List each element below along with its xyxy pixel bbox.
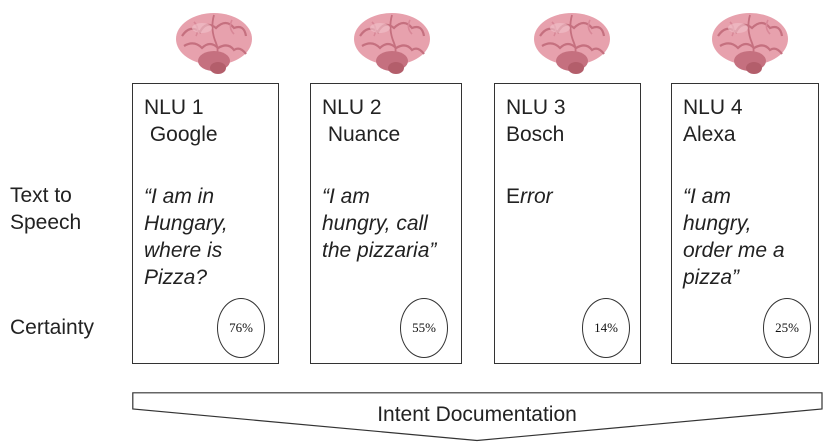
- nlu-card-2: NLU 2 Nuance “I am hungry, call the pizz…: [310, 83, 462, 364]
- nlu-card-title: NLU 1 Google: [144, 96, 218, 146]
- row-label-certainty: Certainty: [10, 316, 95, 339]
- certainty-badge: 76%: [217, 298, 265, 358]
- certainty-badge: 55%: [400, 298, 448, 358]
- nlu-card-transcription: “I am hungry, call the pizzaria”: [322, 185, 437, 262]
- brain-icon: [712, 13, 788, 74]
- nlu-card-transcription: “I am in Hungary, where is Pizza?: [144, 185, 228, 289]
- transcription-error-rest: rror: [520, 185, 553, 208]
- nlu-card-3: NLU 3 Bosch Error 14%: [494, 83, 641, 364]
- brain-icon: [354, 13, 430, 74]
- nlu-card-4: NLU 4 Alexa “I am hungry, order me a piz…: [671, 83, 819, 364]
- nlu-card-1: NLU 1 Google “I am in Hungary, where is …: [132, 83, 279, 364]
- nlu-card-title: NLU 2 Nuance: [322, 96, 401, 146]
- certainty-badge: 14%: [582, 298, 630, 358]
- certainty-badge: 25%: [763, 298, 811, 358]
- nlu-card-transcription: “I am hungry, order me a pizza”: [683, 185, 785, 289]
- brain-icon: [176, 13, 252, 74]
- intent-documentation-arrow: [132, 392, 823, 442]
- intent-documentation-label: Intent Documentation: [377, 403, 577, 426]
- row-label-text-to-speech: Text to Speech: [10, 184, 82, 234]
- nlu-card-title: NLU 3 Bosch: [506, 96, 566, 146]
- brain-icon: [534, 13, 610, 74]
- nlu-card-title: NLU 4 Alexa: [683, 96, 743, 146]
- nlu-card-transcription: Error: [506, 183, 553, 210]
- transcription-error-initial: E: [506, 185, 521, 208]
